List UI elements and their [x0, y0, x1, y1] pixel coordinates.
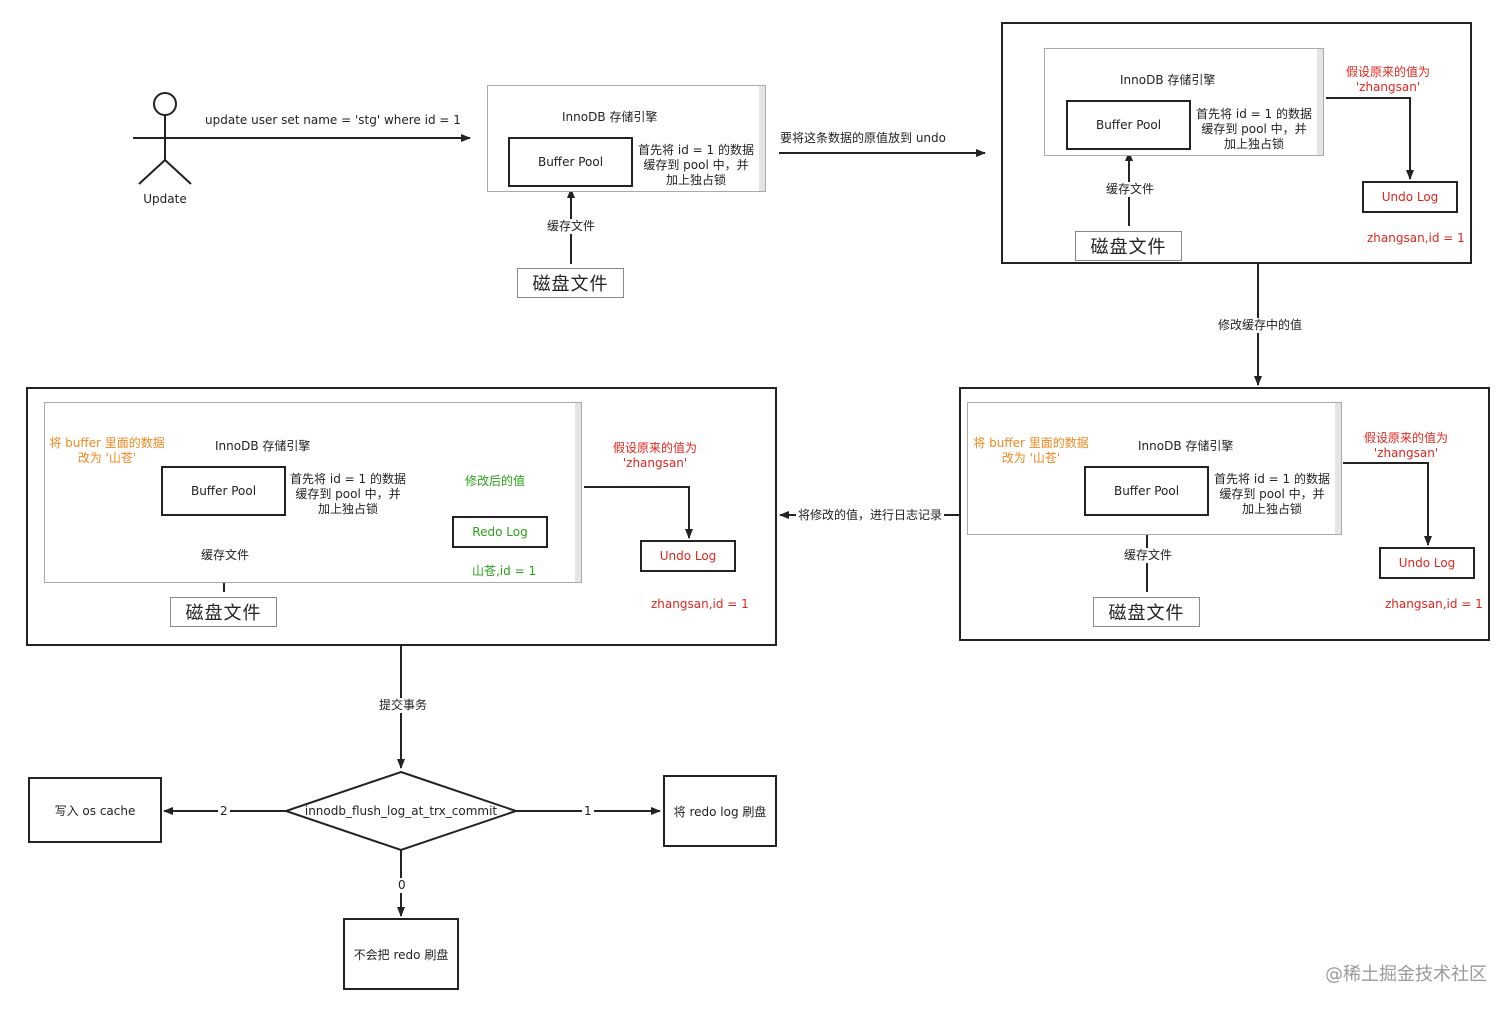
sql-statement: update user set name = 'stg' where id = …: [205, 113, 461, 127]
buffer-pool-1: Buffer Pool: [508, 137, 633, 187]
flush-redo-box: 将 redo log 刷盘: [663, 775, 777, 847]
buffer-change-line: 将 buffer 里面的数据: [973, 436, 1089, 450]
redo-value: 山苍,id = 1: [472, 564, 537, 578]
arrow-undo-4: [584, 486, 693, 539]
disk-file-3: 磁盘文件: [1093, 597, 1200, 627]
engine-title-3: InnoDB 存储引擎: [1138, 439, 1234, 453]
undo-log-4: Undo Log: [640, 540, 736, 572]
buffer-change-line: 将 buffer 里面的数据: [49, 436, 165, 450]
assume-line: 假设原来的值为: [1363, 431, 1448, 445]
assume-line: 假设原来的值为: [1345, 65, 1430, 79]
assume-note-2: 假设原来的值为 'zhangsan': [1340, 65, 1436, 95]
undo-log-label: Undo Log: [659, 549, 717, 563]
lock-note-line: 缓存到 pool 中，并: [1219, 487, 1325, 501]
modified-value-label: 修改后的值: [464, 474, 525, 488]
buffer-pool-label: Buffer Pool: [537, 155, 604, 169]
arrow-undo-3: [1343, 462, 1432, 546]
stage-3-container: [959, 387, 1490, 641]
write-os-cache-label: 写入 os cache: [54, 803, 136, 818]
engine-title-2: InnoDB 存储引擎: [1120, 73, 1216, 87]
lock-note-line: 加上独占锁: [317, 502, 378, 516]
assume-line: 'zhangsan': [1373, 446, 1439, 460]
decision-label: innodb_flush_log_at_trx_commit: [304, 804, 498, 818]
redo-log: Redo Log: [452, 516, 548, 548]
stage-2-container: [1001, 22, 1472, 264]
modify-cache-label: 修改缓存中的值: [1216, 318, 1305, 333]
undo-log-label: Undo Log: [1381, 190, 1439, 204]
cache-file-label-4: 缓存文件: [199, 548, 252, 563]
record-log-label: 将修改的值，进行日志记录: [796, 508, 945, 523]
stage-4-container: [26, 387, 777, 646]
lock-note-line: 缓存到 pool 中，并: [295, 487, 401, 501]
actor-figure: [133, 92, 197, 185]
disk-file-2: 磁盘文件: [1075, 231, 1182, 261]
lock-note-4: 首先将 id = 1 的数据 缓存到 pool 中，并 加上独占锁: [290, 472, 406, 517]
lock-note-line: 首先将 id = 1 的数据: [1196, 107, 1312, 121]
buffer-change-3: 将 buffer 里面的数据 改为 '山苍': [972, 436, 1090, 466]
undo-value-4: zhangsan,id = 1: [651, 597, 749, 611]
buffer-pool-2: Buffer Pool: [1066, 100, 1191, 150]
buffer-pool-label: Buffer Pool: [190, 484, 257, 498]
assume-line: 假设原来的值为: [612, 441, 697, 455]
arrow-undo-2: [1326, 97, 1414, 180]
lock-note-line: 首先将 id = 1 的数据: [1214, 472, 1330, 486]
cache-file-label-2: 缓存文件: [1104, 182, 1157, 197]
undo-value-3: zhangsan,id = 1: [1385, 597, 1483, 611]
undo-log-3: Undo Log: [1379, 547, 1475, 579]
watermark: @稀土掘金技术社区: [1325, 964, 1487, 985]
actor-label: Update: [143, 192, 187, 206]
lock-note-line: 加上独占锁: [1223, 137, 1284, 151]
lock-note-line: 首先将 id = 1 的数据: [290, 472, 406, 486]
undo-arrow-label: 要将这条数据的原值放到 undo: [778, 131, 948, 146]
lock-note-line: 首先将 id = 1 的数据: [638, 143, 754, 157]
lock-note-3: 首先将 id = 1 的数据 缓存到 pool 中，并 加上独占锁: [1214, 472, 1330, 517]
cache-file-label-1: 缓存文件: [545, 219, 598, 234]
lock-note-1: 首先将 id = 1 的数据 缓存到 pool 中，并 加上独占锁: [638, 143, 754, 188]
buffer-change-line: 改为 '山苍': [77, 451, 137, 465]
lock-note-line: 缓存到 pool 中，并: [1201, 122, 1307, 136]
branch-1-label: 1: [582, 804, 594, 819]
undo-log-label: Undo Log: [1398, 556, 1456, 570]
lock-note-line: 加上独占锁: [665, 173, 726, 187]
branch-2-label: 2: [218, 804, 230, 819]
engine-title-1: InnoDB 存储引擎: [562, 110, 658, 124]
buffer-pool-label: Buffer Pool: [1095, 118, 1162, 132]
undo-value-2: zhangsan,id = 1: [1367, 231, 1465, 245]
buffer-pool-label: Buffer Pool: [1113, 484, 1180, 498]
assume-note-3: 假设原来的值为 'zhangsan': [1358, 431, 1454, 461]
commit-label: 提交事务: [377, 698, 430, 713]
assume-line: 'zhangsan': [622, 456, 688, 470]
buffer-pool-3: Buffer Pool: [1084, 466, 1209, 516]
write-os-cache-box: 写入 os cache: [28, 777, 162, 843]
lock-note-line: 加上独占锁: [1241, 502, 1302, 516]
engine-frame-4: [44, 402, 582, 583]
redo-log-label: Redo Log: [472, 525, 528, 539]
lock-note-line: 缓存到 pool 中，并: [643, 158, 749, 172]
flush-redo-label: 将 redo log 刷盘: [673, 804, 767, 819]
assume-line: 'zhangsan': [1355, 80, 1421, 94]
lock-note-2: 首先将 id = 1 的数据 缓存到 pool 中，并 加上独占锁: [1196, 107, 1312, 152]
no-flush-label: 不会把 redo 刷盘: [353, 947, 449, 962]
buffer-pool-4: Buffer Pool: [161, 466, 286, 516]
cache-file-label-3: 缓存文件: [1122, 548, 1175, 563]
undo-log-2: Undo Log: [1362, 181, 1458, 213]
assume-note-4: 假设原来的值为 'zhangsan': [607, 441, 703, 471]
disk-file-4: 磁盘文件: [170, 597, 277, 627]
disk-file-1: 磁盘文件: [517, 268, 624, 298]
engine-title-4: InnoDB 存储引擎: [215, 439, 311, 453]
branch-0-label: 0: [396, 878, 408, 893]
buffer-change-line: 改为 '山苍': [1001, 451, 1061, 465]
no-flush-box: 不会把 redo 刷盘: [343, 918, 459, 990]
buffer-change-4: 将 buffer 里面的数据 改为 '山苍': [48, 436, 166, 466]
